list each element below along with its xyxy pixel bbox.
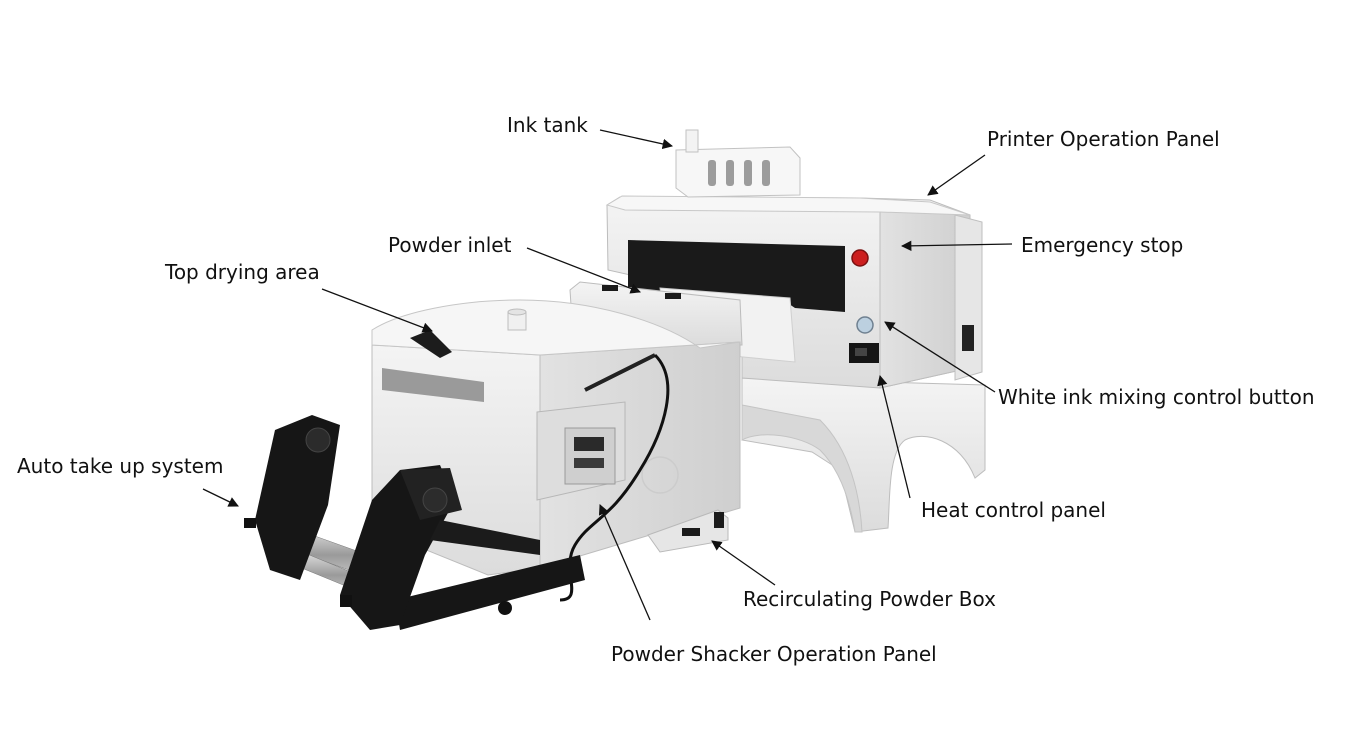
powder-inlet-clip-right — [665, 293, 681, 299]
shaker-display-box — [564, 427, 616, 485]
printer-media-slot — [628, 240, 845, 312]
shaker-top-dome — [371, 299, 741, 356]
take-up-hub-left — [305, 427, 331, 453]
shaker-button-row — [574, 458, 604, 468]
label-white-ink-mixing: White ink mixing control button — [998, 385, 1315, 409]
printer-end-cap — [954, 214, 983, 381]
arrow-auto-takeup — [202, 488, 239, 507]
label-printer-operation-panel: Printer Operation Panel — [987, 127, 1220, 151]
powder-inlet-clip-left — [602, 285, 618, 291]
ink-bottle-window-2 — [726, 160, 734, 186]
take-up-wheel — [498, 601, 512, 615]
take-up-arm — [430, 520, 540, 555]
shaker-lid-handle — [410, 330, 452, 358]
powder-box-latch — [714, 512, 724, 528]
shaker-side-vent — [641, 456, 679, 494]
callout-arrows — [202, 129, 1013, 621]
ink-bottle-window-1 — [708, 160, 716, 186]
take-up-hub-right — [422, 487, 448, 513]
heat-control-display — [855, 348, 867, 356]
arrow-powder-inlet — [526, 247, 641, 294]
take-up-system — [244, 415, 585, 630]
shaker-gas-strut — [584, 353, 656, 392]
printer-power-socket — [962, 325, 974, 351]
take-up-base-rail — [395, 555, 585, 630]
ink-tank-cap — [685, 129, 699, 153]
arrow-ink-tank — [599, 129, 674, 150]
shaker-feed-slot — [382, 368, 484, 402]
white-ink-knob — [856, 316, 874, 334]
label-powder-inlet: Powder inlet — [388, 233, 512, 257]
label-ink-tank: Ink tank — [507, 113, 588, 137]
ink-bottle-window-3 — [744, 160, 752, 186]
arrow-recirc-box — [711, 540, 776, 586]
arrow-white-ink — [884, 321, 996, 393]
label-recirculating-powder-box: Recirculating Powder Box — [743, 587, 996, 611]
arrow-top-drying — [321, 288, 433, 333]
label-emergency-stop: Emergency stop — [1021, 233, 1184, 257]
shaker-chimney-top — [507, 308, 527, 316]
take-up-foot-1 — [244, 518, 256, 528]
take-up-frame-left — [255, 415, 340, 580]
label-top-drying-area: Top drying area — [165, 260, 320, 284]
emergency-stop-button — [851, 249, 869, 267]
powder-box-handle — [682, 528, 700, 536]
powder-shaker-unit — [371, 299, 741, 602]
arrow-emergency-stop — [900, 240, 1013, 252]
arrow-heat-control — [877, 374, 911, 499]
arrow-shaker-panel — [598, 504, 651, 621]
ink-bottle-window-4 — [762, 160, 770, 186]
printer-stand-arch — [741, 404, 863, 533]
label-powder-shacker-panel: Powder Shacker Operation Panel — [611, 642, 937, 666]
shaker-digit-display — [574, 437, 604, 451]
take-up-foot-2 — [340, 595, 352, 607]
label-auto-take-up: Auto take up system — [17, 454, 224, 478]
printer-unit — [605, 129, 986, 533]
arrow-printer-panel — [927, 154, 986, 196]
ink-tank — [675, 146, 801, 198]
label-heat-control-panel: Heat control panel — [921, 498, 1106, 522]
printer-lid — [605, 195, 971, 216]
